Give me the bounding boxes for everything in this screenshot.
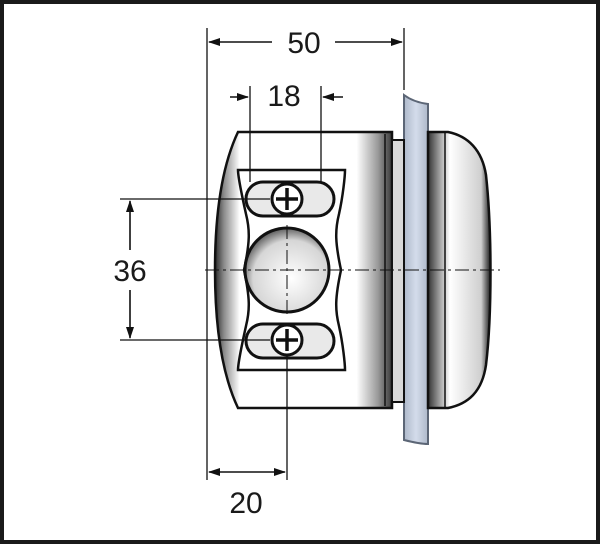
dimension-hole-spacing: 36 — [113, 200, 147, 339]
dimension-edge-offset: 20 — [208, 468, 286, 520]
dimension-20-label: 20 — [229, 487, 262, 520]
dimension-slot-spacing: 18 — [230, 80, 343, 113]
dimension-36-label: 36 — [113, 255, 146, 288]
dimension-overall-width: 50 — [208, 27, 403, 60]
screw-icon — [270, 182, 304, 216]
dimension-18-label: 18 — [267, 80, 300, 113]
extension-lines — [120, 28, 405, 480]
screw-icon — [270, 323, 304, 357]
dimension-50-label: 50 — [287, 27, 320, 60]
center-lines — [205, 225, 500, 318]
